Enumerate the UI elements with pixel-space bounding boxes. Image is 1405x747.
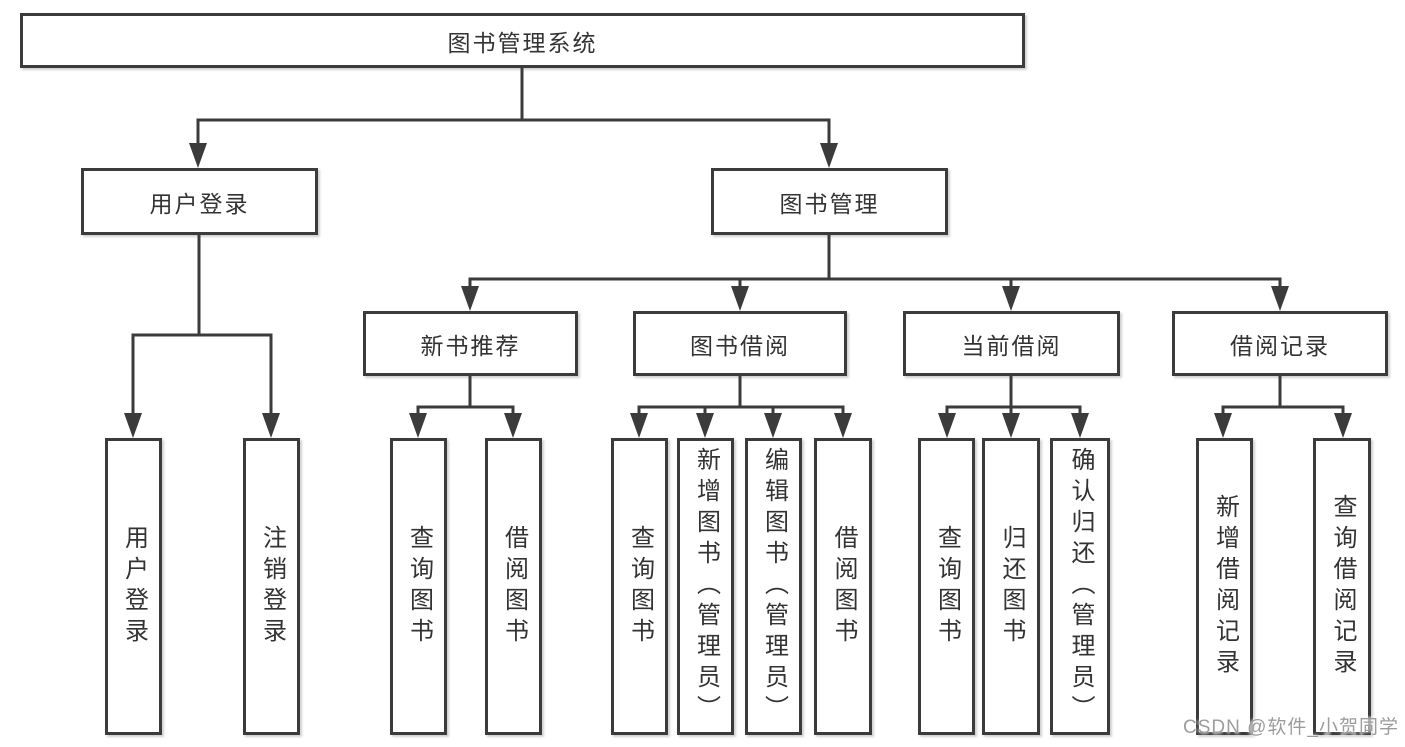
node-label: 当前借阅 <box>961 332 1062 359</box>
node-book-management: 图书管理 <box>711 168 948 235</box>
connector-arrowhead <box>124 413 142 438</box>
node-label: 图书管理 <box>779 190 880 217</box>
node-new-book-recommend: 新书推荐 <box>363 311 578 376</box>
connector-arrowhead <box>1334 413 1352 438</box>
leaf-query-borrow-record: 查询借阅记录 <box>1313 438 1371 735</box>
connector-arrowhead <box>820 143 838 168</box>
connector-arrowhead <box>696 413 714 438</box>
leaf-add-borrow-record: 新增借阅记录 <box>1196 438 1253 735</box>
connector-arrowhead <box>1214 413 1232 438</box>
connector-arrowhead <box>1271 286 1289 311</box>
connector-arrowhead <box>409 413 427 438</box>
leaf-user-login: 用户登录 <box>105 438 162 735</box>
node-root: 图书管理系统 <box>20 13 1025 68</box>
node-label: 确认归还（管理员） <box>1067 447 1094 726</box>
connector-arrowhead <box>504 413 522 438</box>
node-borrowing-records: 借阅记录 <box>1172 311 1388 376</box>
node-label: 用户登录 <box>120 524 148 649</box>
leaf-edit-books-admin: 编辑图书（管理员） <box>745 438 802 735</box>
connector-arrowhead <box>764 413 782 438</box>
node-label: 编辑图书（管理员） <box>760 447 788 726</box>
leaf-borrow-books-2: 借阅图书 <box>814 438 872 735</box>
leaf-query-books-3: 查询图书 <box>918 438 975 735</box>
leaf-add-books-admin: 新增图书（管理员） <box>677 438 734 735</box>
node-label: 查询图书 <box>405 524 433 649</box>
connector-arrowhead <box>1002 286 1020 311</box>
node-label: 归还图书 <box>998 524 1025 649</box>
node-label: 新增图书（管理员） <box>692 447 720 726</box>
watermark: CSDN @软件_小贺同学 <box>1183 717 1399 738</box>
node-label: 查询借阅记录 <box>1329 493 1356 680</box>
node-current-borrowing: 当前借阅 <box>903 311 1120 376</box>
leaf-query-books-2: 查询图书 <box>611 438 668 735</box>
node-label: 图书借阅 <box>690 332 790 359</box>
leaf-confirm-return-admin: 确认归还（管理员） <box>1050 438 1110 735</box>
leaf-borrow-books-1: 借阅图书 <box>485 438 542 735</box>
connector-arrowhead <box>731 286 749 311</box>
connector-arrowhead <box>262 413 280 438</box>
node-label: 借阅图书 <box>830 524 857 649</box>
connector-arrowhead <box>1071 413 1089 438</box>
leaf-return-books: 归还图书 <box>982 438 1040 735</box>
node-label: 注销登录 <box>258 524 286 649</box>
leaf-query-books-1: 查询图书 <box>390 438 447 735</box>
leaf-logout: 注销登录 <box>243 438 300 735</box>
connector-arrowhead <box>461 286 479 311</box>
node-label: 查询图书 <box>933 524 961 649</box>
connector-arrowhead <box>630 413 648 438</box>
node-label: 借阅图书 <box>500 524 528 649</box>
node-label: 新增借阅记录 <box>1211 493 1239 680</box>
connector-arrowhead <box>834 413 852 438</box>
connector-arrowhead <box>189 143 207 168</box>
node-label: 图书管理系统 <box>447 29 598 56</box>
node-book-borrowing: 图书借阅 <box>633 311 847 376</box>
node-user-login: 用户登录 <box>81 168 318 235</box>
connector-arrowhead <box>1002 413 1020 438</box>
connector-arrowhead <box>938 413 956 438</box>
node-label: 新书推荐 <box>420 332 521 359</box>
node-label: 用户登录 <box>149 190 250 217</box>
node-label: 借阅记录 <box>1230 332 1330 359</box>
node-label: 查询图书 <box>626 524 654 649</box>
